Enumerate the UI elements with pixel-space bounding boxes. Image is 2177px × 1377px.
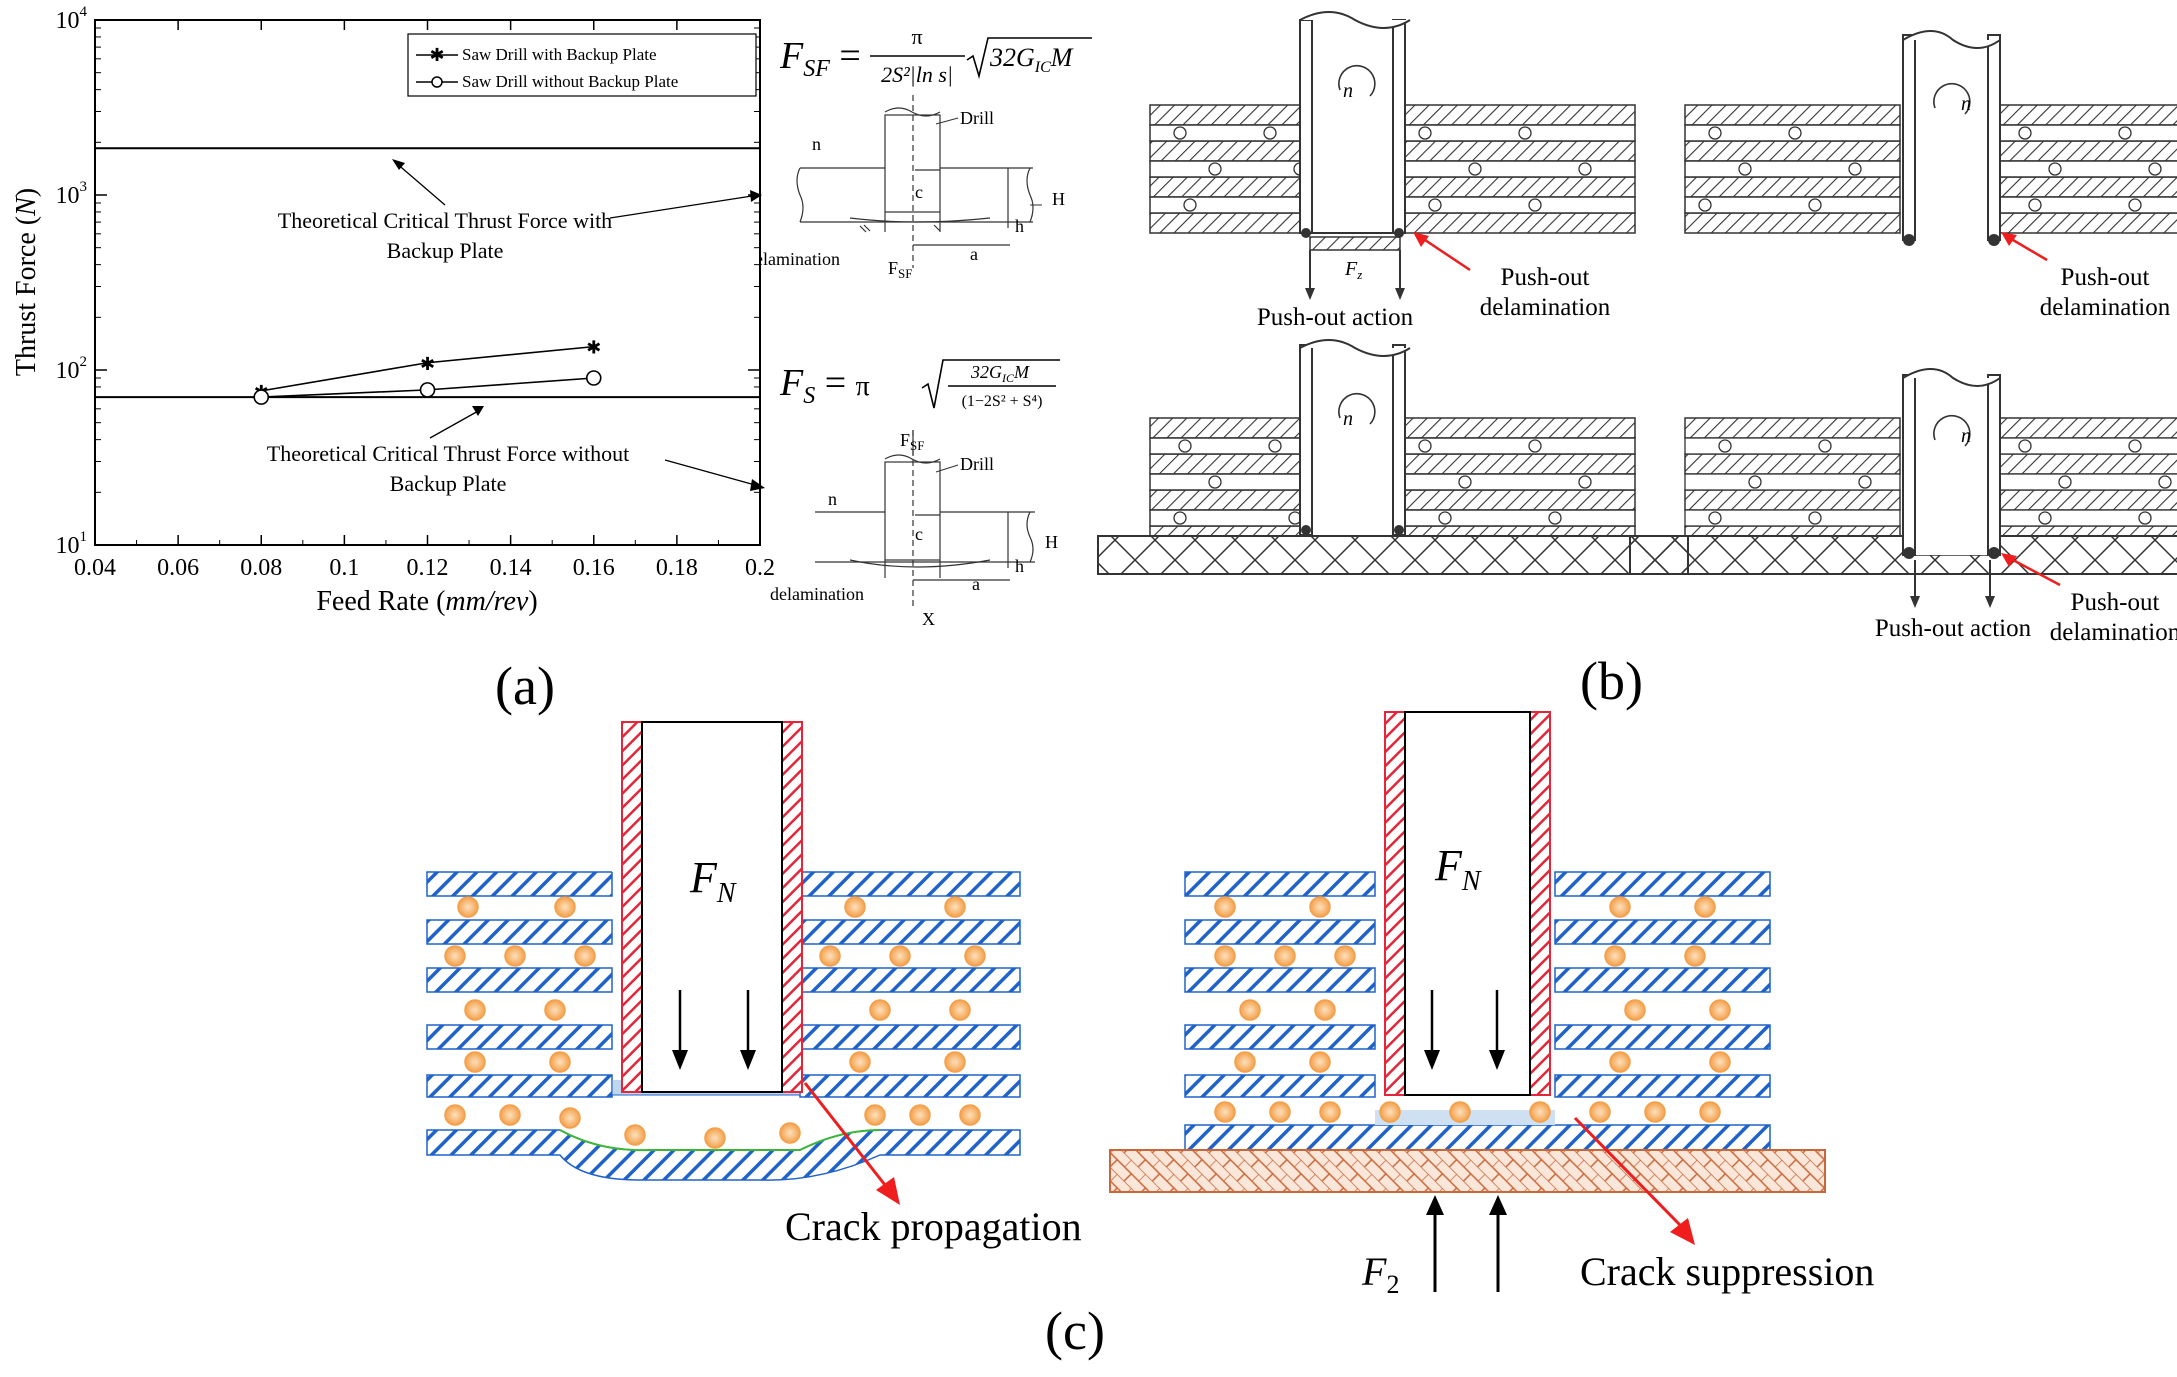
b-top-right: n Push-out delamination xyxy=(1684,30,2177,321)
b1-delam1: Push-out xyxy=(1501,264,1590,291)
schem1-c: c xyxy=(915,182,923,202)
legend-entry-with-backup: Saw Drill with Backup Plate xyxy=(462,45,657,64)
schem2-n: n xyxy=(828,489,837,509)
ref-arrow-with-right xyxy=(609,195,753,219)
crack-comparison-diagram: FN Crack propagation FN xyxy=(426,711,1874,1299)
schem2-a: a xyxy=(972,574,980,594)
c-right-crack-label: Crack suppression xyxy=(1580,1249,1874,1294)
equation-fsf: FSF = π 2S²|ln s| 32GICM xyxy=(779,24,1092,87)
y-ticks: 101 102 103 104 xyxy=(56,4,760,559)
x-axis-label: Feed Rate (mm/rev) xyxy=(316,586,537,617)
b-bottom-right: n Push-out action Push-out delamination xyxy=(1629,368,2177,646)
ref-label-without-line1: Theoretical Critical Thrust Force withou… xyxy=(267,441,630,466)
series-group: ✱✱✱ xyxy=(253,338,602,405)
schem2-fsf: FSF xyxy=(900,430,924,453)
schem1-H: H xyxy=(1052,189,1065,209)
schematic-with-backup xyxy=(796,95,1034,268)
schem1-fsf: FSF xyxy=(888,258,912,281)
equation-fs: FS = π 32GICM (1−2S² + S⁴) xyxy=(779,359,1060,410)
svg-text:32GICM: 32GICM xyxy=(989,43,1074,76)
schem2-h: h xyxy=(1015,556,1024,576)
schem2-drill: Drill xyxy=(960,454,994,474)
svg-text:FSF =: FSF = xyxy=(779,35,861,82)
x-tick-label: 0.2 xyxy=(745,555,775,581)
ref-label-without-line2: Backup Plate xyxy=(390,471,507,496)
b4-n: n xyxy=(1961,425,1971,447)
data-point-star: ✱ xyxy=(420,354,435,374)
x-tick-label: 0.14 xyxy=(490,555,532,581)
schem2-delam: delamination xyxy=(770,584,864,604)
b3-n: n xyxy=(1343,408,1353,430)
c-left-crack-propagation: FN Crack propagation xyxy=(426,721,1082,1249)
ref-label-with-line2: Backup Plate xyxy=(387,238,504,263)
y-tick-label: 102 xyxy=(56,354,88,384)
series-line-0 xyxy=(261,345,594,392)
legend-star-marker: ✱ xyxy=(429,45,444,65)
schem2-H: H xyxy=(1045,532,1058,552)
plot-frame xyxy=(94,19,761,546)
b1-delam2: delamination xyxy=(1480,294,1611,321)
c-left-fn: FN xyxy=(689,853,737,909)
data-point-circle xyxy=(253,389,270,405)
schem1-h: h xyxy=(1015,216,1024,236)
panel-label-b: (b) xyxy=(1580,651,1643,711)
data-point-circle xyxy=(585,370,602,386)
schem2-c: c xyxy=(915,524,923,544)
b2-n: n xyxy=(1961,93,1971,115)
x-tick-label: 0.06 xyxy=(157,555,199,581)
c-right-crack-suppression: FN F2 Crack suppression xyxy=(1109,711,1874,1299)
data-point-star: ✱ xyxy=(586,338,601,358)
drilling-mechanism-diagram: n Fz Push-out action Push-out delaminati… xyxy=(1097,11,2177,646)
schem1-drill: Drill xyxy=(960,108,994,128)
x-tick-label: 0.1 xyxy=(329,555,359,581)
legend-entry-without-backup: Saw Drill without Backup Plate xyxy=(462,72,678,91)
b1-fz: Fz xyxy=(1344,258,1362,282)
schem1-a: a xyxy=(970,244,978,264)
x-ticks: 0.04 0.06 0.08 0.1 0.12 0.14 0.16 0.18 0.2 xyxy=(74,20,775,581)
schem2-X: X xyxy=(922,609,935,629)
y-tick-label: 101 xyxy=(56,529,88,559)
svg-text:2S²|ln s|: 2S²|ln s| xyxy=(881,62,953,87)
x-tick-label: 0.04 xyxy=(74,555,116,581)
svg-text:(1−2S² + S⁴): (1−2S² + S⁴) xyxy=(962,393,1043,410)
legend-circle-marker xyxy=(431,76,443,88)
thrust-force-chart: ✱ ✱ ✱ 0.04 0.06 0.08 0.1 0.12 0.14 0.16 0.18 0.2 1… xyxy=(11,4,775,617)
b-top-left: n Fz Push-out action Push-out delaminati… xyxy=(1149,11,1636,331)
data-point-circle xyxy=(419,382,436,398)
y-tick-label: 103 xyxy=(56,179,88,209)
b2-delam2: delamination xyxy=(2040,294,2171,321)
c-right-fn: FN xyxy=(1434,841,1482,897)
schem1-n: n xyxy=(812,134,821,154)
b-bottom-left: n xyxy=(1097,339,1689,575)
ref-arrow-without-right xyxy=(664,459,756,486)
svg-text:FS = π: FS = π xyxy=(779,362,870,409)
x-tick-label: 0.18 xyxy=(656,555,698,581)
x-tick-label: 0.12 xyxy=(407,555,449,581)
ref-arrow-without-up xyxy=(429,409,481,439)
x-tick-label: 0.16 xyxy=(573,555,615,581)
equations-and-schematics: FSF = π 2S²|ln s| 32GICM n Drill c H h a… xyxy=(760,24,1092,629)
schem1-delam: delamination xyxy=(760,249,840,269)
svg-text:32GICM: 32GICM xyxy=(970,362,1030,385)
y-axis-label: Thrust Force (N) xyxy=(11,188,42,376)
b4-push-action: Push-out action xyxy=(1875,615,2032,642)
c-left-crack-label: Crack propagation xyxy=(785,1204,1082,1249)
b2-delam1: Push-out xyxy=(2061,264,2150,291)
b4-delam1: Push-out xyxy=(2071,589,2160,616)
b4-delam2: delamination xyxy=(2050,619,2177,646)
ref-label-with-line1: Theoretical Critical Thrust Force with xyxy=(278,208,612,233)
svg-text:π: π xyxy=(911,24,922,49)
c-right-f2: F2 xyxy=(1361,1249,1399,1299)
b1-n: n xyxy=(1343,80,1353,102)
legend: ✱ Saw Drill with Backup Plate Saw Drill … xyxy=(407,33,757,97)
schematic-without-backup xyxy=(815,430,1035,610)
x-tick-label: 0.08 xyxy=(240,555,282,581)
b1-push-action: Push-out action xyxy=(1257,304,1414,331)
y-tick-label: 104 xyxy=(56,4,88,34)
panel-label-a: (a) xyxy=(495,656,555,716)
ref-arrow-with-up xyxy=(394,161,446,206)
panel-label-c: (c) xyxy=(1045,1301,1105,1361)
